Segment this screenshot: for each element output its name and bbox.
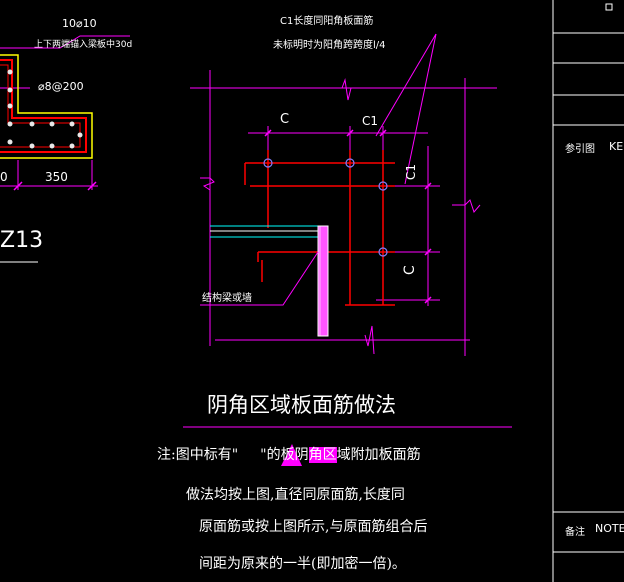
dim-c-vertical-label: C xyxy=(402,265,418,275)
highlight-triangle-icon xyxy=(281,444,302,466)
note-leader-2 xyxy=(404,33,437,185)
notes-line-4: 间距为原来的一半(即加密一倍)。 xyxy=(199,556,406,572)
stirrup-label: ⌀8@200 xyxy=(38,80,84,93)
dimension-right: 350 xyxy=(45,170,68,184)
notes-line-2: 做法均按上图,直径同原面筋,长度同 xyxy=(186,487,405,503)
title-block-ref-value: KE xyxy=(609,140,624,153)
notes-line-1-post: 域附加板面筋 xyxy=(336,447,421,463)
dim-c1-label: C1 xyxy=(362,114,379,128)
top-rebar-label: 10⌀10 xyxy=(62,17,97,30)
notes-line-1: 注:图中标有" "的板阴角区域附加板面筋 xyxy=(157,444,421,464)
rebar-intersections xyxy=(263,158,388,257)
title-block-frame xyxy=(552,0,624,582)
section-tag: Z13 xyxy=(0,228,44,253)
notes-line-1-pre: 注:图中标有" xyxy=(157,447,239,463)
notes-line-3: 原面筋或按上图所示,与原面筋组合后 xyxy=(199,519,428,535)
structure-label: 结构梁或墙 xyxy=(202,293,252,304)
dim-c-label: C xyxy=(280,112,290,127)
detail-note-line2: 未标明时为阳角跨跨度l/4 xyxy=(273,40,386,51)
break-symbol-left xyxy=(200,177,215,191)
rebar-leader-line xyxy=(0,35,130,49)
column-rebars xyxy=(7,69,83,149)
title-block-ref-label: 参引图 xyxy=(565,144,595,155)
notes-line-1-highlight: 角区 xyxy=(308,447,337,463)
break-symbol-bottom xyxy=(364,325,375,355)
dimension-left: 0 xyxy=(0,170,8,184)
title-block-note-label: 备注 xyxy=(565,527,585,538)
structure-label-leader xyxy=(200,251,319,306)
stirrup-outer xyxy=(0,59,87,153)
structural-beam-wall xyxy=(210,225,329,337)
column-outline xyxy=(0,54,93,159)
notes-line-1-mid: "的板阴 xyxy=(260,447,309,463)
break-symbol-top xyxy=(320,78,380,101)
detail-note-line1: C1长度同阳角板面筋 xyxy=(280,16,374,27)
stirrup-inner xyxy=(0,64,81,148)
title-block-note-value: NOTE xyxy=(595,522,624,535)
additional-rebars xyxy=(244,150,395,306)
notes-title: 阴角区域板面筋做法 xyxy=(207,393,396,417)
column-section-detail xyxy=(0,35,130,263)
dim-c1-vertical-label: C1 xyxy=(404,163,418,180)
break-symbol-right xyxy=(452,199,481,213)
corner-rebar-detail xyxy=(190,33,497,356)
note-leader-1 xyxy=(375,33,437,137)
top-rebar-note: 上下两端锚入梁板中30d xyxy=(34,40,133,50)
